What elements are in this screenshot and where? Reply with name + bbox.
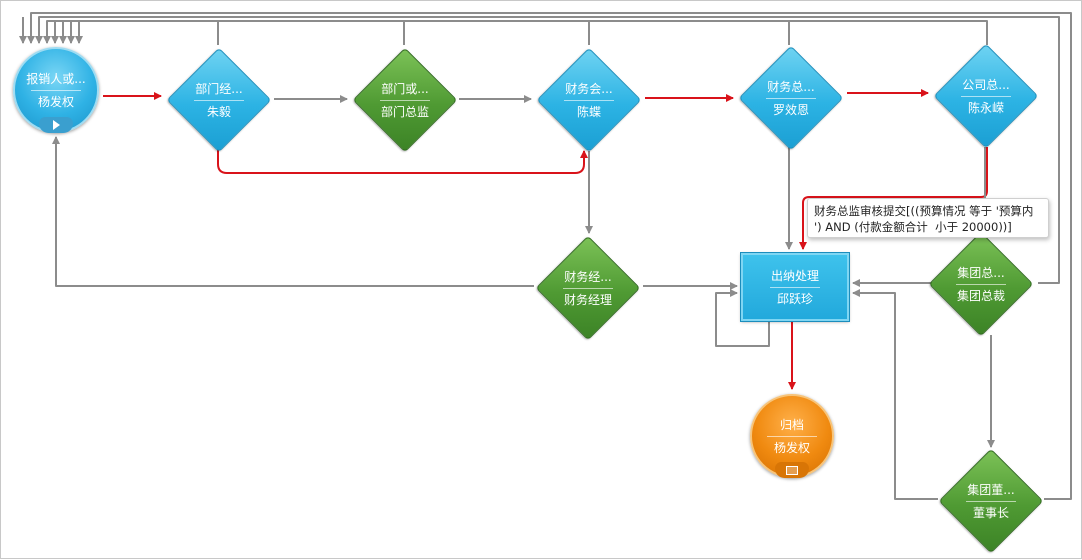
flow-finance-manager-to-start (52, 136, 534, 287)
node-title: 公司总... (962, 77, 1010, 92)
node-assignee: 朱毅 (206, 104, 231, 119)
return-line-2 (67, 20, 405, 45)
flow-dept-manager-to-accountant (217, 149, 588, 174)
play-icon[interactable] (39, 117, 73, 133)
node-title: 报销人或... (26, 71, 86, 86)
node-archive[interactable]: 归档 杨发权 (750, 394, 834, 478)
node-chairman[interactable]: 集团董... 董事长 (940, 450, 1042, 552)
node-title: 财务总... (767, 79, 815, 94)
node-divider (31, 89, 81, 91)
node-title: 集团董... (967, 482, 1015, 497)
return-line-6 (35, 16, 1060, 284)
return-line-3 (59, 20, 590, 45)
node-assignee: 罗效恩 (772, 102, 809, 117)
node-assignee: 集团总裁 (956, 288, 1005, 303)
node-group-president[interactable]: 集团总... 集团总裁 (930, 233, 1032, 335)
condition-tooltip: 财务总监审核提交[((预算情况 等于 '预算内 ') AND (付款金额合计 小… (807, 198, 1049, 238)
node-divider (770, 286, 820, 288)
node-assignee: 杨发权 (773, 440, 810, 455)
condition-line-1: 财务总监审核提交[((预算情况 等于 '预算内 (814, 204, 1034, 218)
node-title: 财务会... (565, 81, 613, 96)
node-divider (956, 283, 1006, 285)
node-assignee: 陈永嵘 (967, 100, 1004, 115)
flow-ceo-to-cashier (799, 147, 988, 250)
condition-line-2: ') AND (付款金额合计 小于 20000))] (814, 220, 1012, 234)
node-title: 集团总... (957, 265, 1005, 280)
node-company-ceo[interactable]: 公司总... 陈永嵘 (935, 45, 1037, 147)
node-title: 财务经... (564, 269, 612, 284)
node-title: 部门经... (195, 81, 243, 96)
node-assignee: 财务经理 (563, 292, 612, 307)
node-divider (961, 95, 1011, 97)
node-title: 部门或... (381, 81, 429, 96)
node-finance-director[interactable]: 财务总... 罗效恩 (740, 47, 842, 149)
node-divider (966, 500, 1016, 502)
return-line-5 (43, 20, 988, 45)
node-assignee: 杨发权 (37, 94, 74, 109)
flow-chairman-to-cashier (852, 289, 938, 500)
node-assignee: 邱跃珍 (776, 291, 813, 306)
node-divider (766, 97, 816, 99)
archive-icon[interactable] (775, 462, 809, 478)
node-divider (194, 99, 244, 101)
node-dept-director[interactable]: 部门或... 部门总监 (354, 49, 456, 151)
node-divider (380, 99, 430, 101)
node-assignee: 陈蝶 (576, 104, 601, 119)
return-line-1 (75, 20, 219, 45)
node-dept-manager[interactable]: 部门经... 朱毅 (168, 49, 270, 151)
node-divider (767, 435, 817, 437)
flow-cashier-self-loop (715, 289, 770, 347)
node-assignee: 董事长 (972, 505, 1009, 520)
node-finance-manager[interactable]: 财务经... 财务经理 (537, 237, 639, 339)
start-node[interactable]: 报销人或... 杨发权 (13, 47, 99, 133)
node-title: 出纳处理 (770, 268, 819, 283)
node-title: 归档 (779, 417, 804, 432)
return-line-4 (51, 20, 790, 45)
return-line-7 (27, 12, 1072, 500)
node-cashier[interactable]: 出纳处理 邱跃珍 (740, 252, 850, 322)
node-divider (564, 99, 614, 101)
node-finance-accountant[interactable]: 财务会... 陈蝶 (538, 49, 640, 151)
node-assignee: 部门总监 (380, 104, 429, 119)
node-divider (563, 287, 613, 289)
